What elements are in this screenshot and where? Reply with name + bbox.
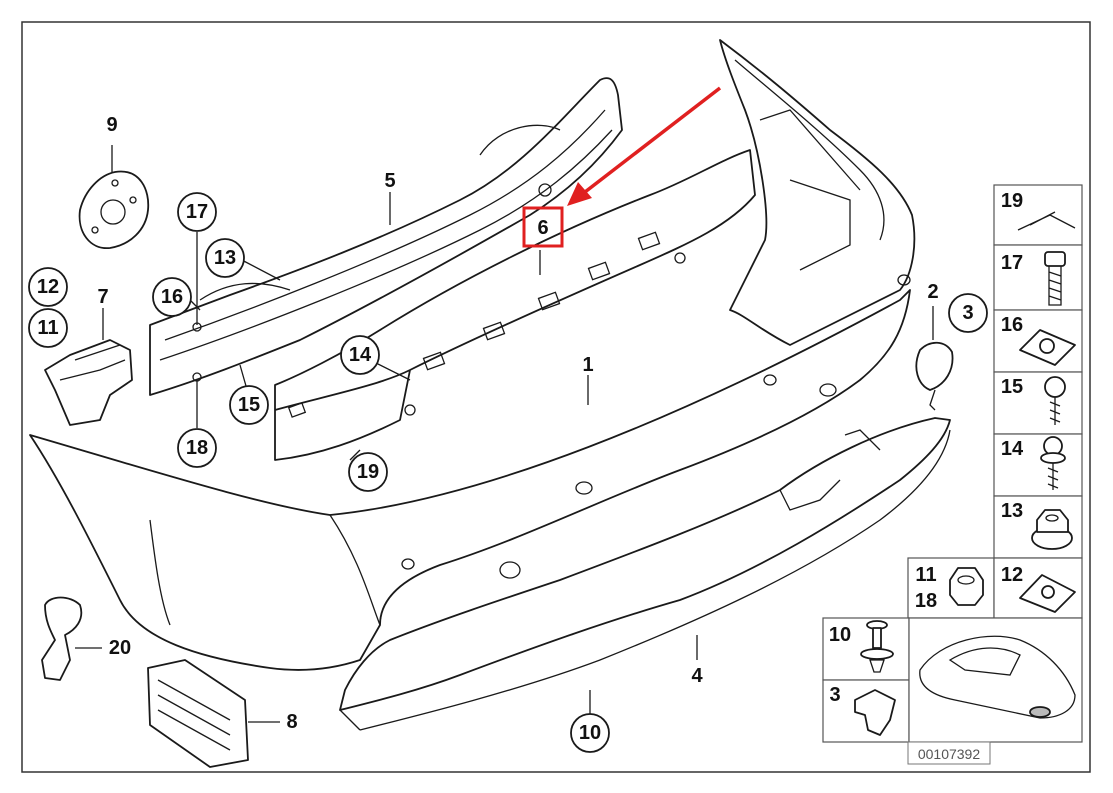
bracket-clip-icon [854, 689, 896, 736]
callout-8: 8 [286, 711, 297, 733]
callout-6: 6 [537, 217, 548, 239]
callout-3: 3 [962, 302, 973, 324]
reference-number: 00107392 [918, 746, 981, 762]
legend-label-3: 3 [829, 684, 840, 706]
fastener-legend: 19 17 16 15 14 13 11 18 12 10 3 [822, 184, 1083, 765]
gasket-hole [100, 199, 126, 225]
side-bracket-detail [59, 344, 126, 381]
bolt-icon [1044, 251, 1066, 306]
legend-label-16: 16 [1001, 314, 1023, 336]
legend-label-12: 12 [1001, 564, 1023, 586]
highlight-arrow [583, 86, 722, 194]
callout-14: 14 [349, 344, 372, 366]
callouts: 9 5 6 7 1 2 4 20 8 17 13 12 16 11 14 15 … [28, 114, 988, 753]
callout-15-circle [229, 385, 269, 425]
highlight-box [522, 206, 564, 248]
callout-15: 15 [238, 394, 260, 416]
legend-cell-14 [993, 433, 1083, 497]
callout-13-circle [205, 238, 245, 278]
side-bracket [44, 339, 133, 426]
callout-5: 5 [384, 170, 395, 192]
callout-11: 11 [37, 317, 58, 339]
tow-hook-cap [915, 341, 954, 391]
legend-cell-19 [993, 184, 1083, 246]
callout-17: 17 [186, 201, 208, 223]
gasket-bolt-hole-b [129, 196, 137, 204]
gasket-plate [78, 170, 150, 249]
flange-screw-icon [1040, 436, 1066, 490]
callout-9: 9 [106, 114, 117, 136]
callout-16: 16 [161, 286, 183, 308]
legend-label-10: 10 [829, 624, 851, 646]
callout-18: 18 [186, 437, 208, 459]
callout-16-circle [152, 277, 192, 317]
callout-19-circle [348, 452, 388, 492]
legend-cell-vehicle [908, 617, 1083, 743]
callout-12-circle [28, 267, 68, 307]
hex-nut-icon [949, 567, 984, 606]
callout-10: 10 [579, 722, 601, 744]
push-rivet-icon [860, 620, 894, 673]
callout-18-circle [177, 428, 217, 468]
callout-4: 4 [691, 665, 703, 687]
retaining-clip [41, 596, 83, 681]
legend-label-17: 17 [1001, 252, 1023, 274]
callout-17-circle [177, 192, 217, 232]
legend-cell-15 [993, 371, 1083, 435]
legend-label-11: 11 [915, 564, 936, 586]
callout-13: 13 [214, 247, 236, 269]
legend-cell-10 [822, 617, 910, 681]
ventilation-grille [147, 659, 249, 768]
callout-1: 1 [582, 354, 593, 376]
legend-label-15: 15 [1001, 376, 1023, 398]
callout-11-circle [28, 308, 68, 348]
legend-label-14: 14 [1001, 438, 1024, 460]
callout-19: 19 [357, 461, 379, 483]
legend-label-19: 19 [1001, 190, 1023, 212]
callout-2: 2 [927, 281, 938, 303]
callout-20: 20 [109, 637, 131, 659]
legend-label-18: 18 [915, 590, 937, 612]
lower-trim-strip [339, 417, 951, 731]
vehicle-silhouette-icon [919, 635, 1076, 719]
legend-label-13: 13 [1001, 500, 1023, 522]
callout-10-circle [570, 713, 610, 753]
highlight-annotation [522, 86, 722, 248]
legend-cell-17 [993, 244, 1083, 311]
bumper-cover [29, 39, 916, 671]
speed-nut-icon [1019, 574, 1076, 613]
gasket-bolt-hole-a [91, 226, 99, 234]
callout-7: 7 [97, 286, 108, 308]
leader-lines [75, 145, 934, 723]
flange-nut-icon [1031, 509, 1073, 550]
callout-12: 12 [37, 276, 59, 298]
impact-absorber [274, 149, 756, 461]
callout-3-circle [948, 293, 988, 333]
screw-icon [1044, 376, 1066, 425]
tow-hook-cap-strap [929, 389, 936, 411]
highlight-arrowhead [567, 182, 592, 206]
bumper-carrier [149, 77, 623, 396]
gasket-bolt-hole-c [111, 179, 119, 187]
spring-clip-icon [1017, 211, 1076, 231]
clip-nut-icon [1019, 329, 1076, 366]
callout-14-circle [340, 335, 380, 375]
reference-number-box [907, 741, 991, 765]
